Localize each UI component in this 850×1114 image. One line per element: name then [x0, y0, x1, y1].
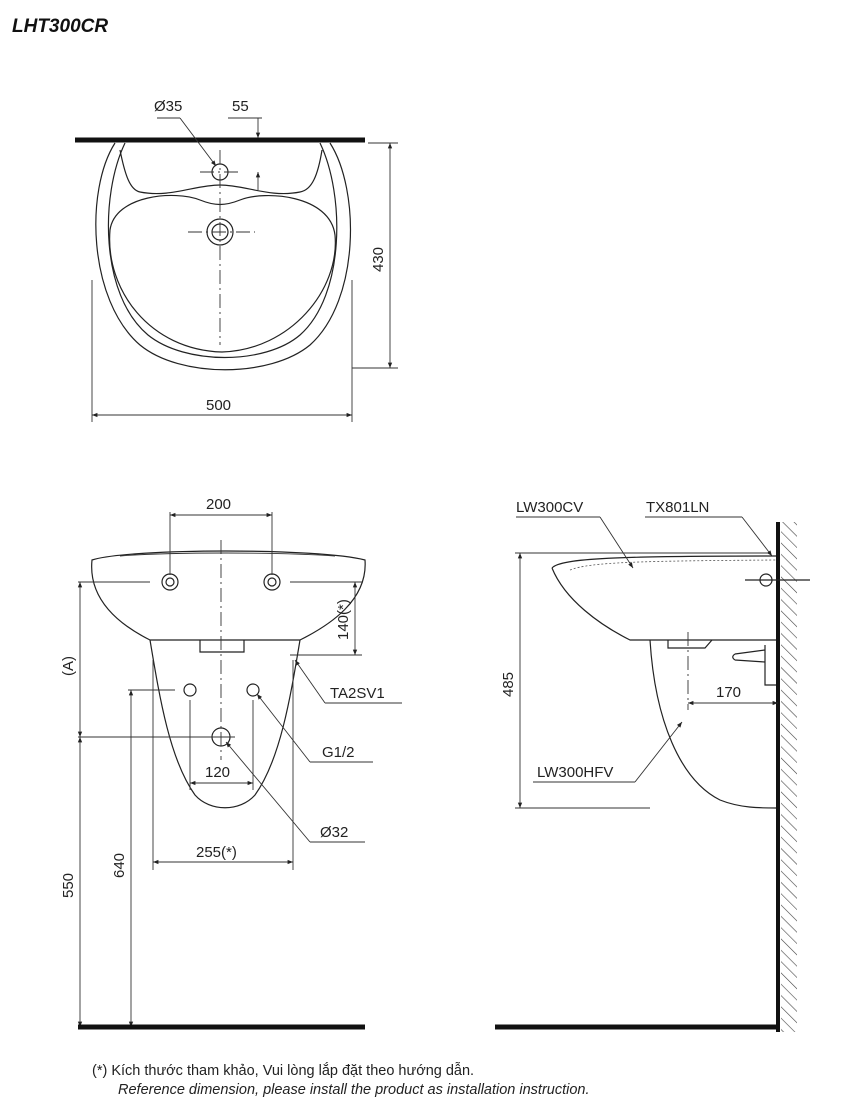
label-depth: 430: [370, 247, 387, 272]
label-bracket-height: 140(*): [335, 599, 352, 640]
label-hole-spacing: 200: [206, 496, 231, 513]
label-basin-model: LW300CV: [516, 499, 583, 516]
label-dim-a: (A): [60, 656, 77, 676]
label-wall-distance: 170: [716, 684, 741, 701]
basin-side: [551, 555, 777, 641]
label-drain-height: 550: [60, 873, 77, 898]
top-view: Ø35 55 430 500: [75, 98, 398, 422]
basin-outline: [95, 142, 352, 371]
label-pedestal-model: LW300HFV: [537, 764, 613, 781]
label-offset: 55: [232, 98, 249, 115]
label-pedestal-width: 255(*): [196, 844, 237, 861]
front-view: 200 140(*) (A) 550 640 120 255(*) TA2SV1…: [60, 496, 402, 1030]
label-fixing-model: TX801LN: [646, 499, 709, 516]
label-tap-hole-dia: Ø35: [154, 98, 182, 115]
label-drain: Ø32: [320, 824, 348, 841]
label-width: 500: [206, 397, 231, 414]
side-view: 170 485 LW300CV TX801LN LW300HFV: [495, 499, 810, 1032]
pedestal-front: [149, 639, 301, 809]
label-bracket: TA2SV1: [330, 685, 385, 702]
label-side-height: 485: [500, 672, 517, 697]
basin-front: [91, 550, 366, 641]
footnote: (*) Kích thước tham khảo, Vui lòng lắp đ…: [92, 1062, 590, 1100]
model-title: LHT300CR: [12, 16, 109, 37]
label-supply: G1/2: [322, 744, 355, 761]
bowl: [109, 194, 336, 353]
label-supply-height: 640: [111, 853, 128, 878]
label-supply-spacing: 120: [205, 764, 230, 781]
footnote-en: Reference dimension, please install the …: [118, 1082, 590, 1098]
pedestal-side: [649, 639, 777, 809]
footnote-vi: (*) Kích thước tham khảo, Vui lòng lắp đ…: [92, 1063, 475, 1079]
